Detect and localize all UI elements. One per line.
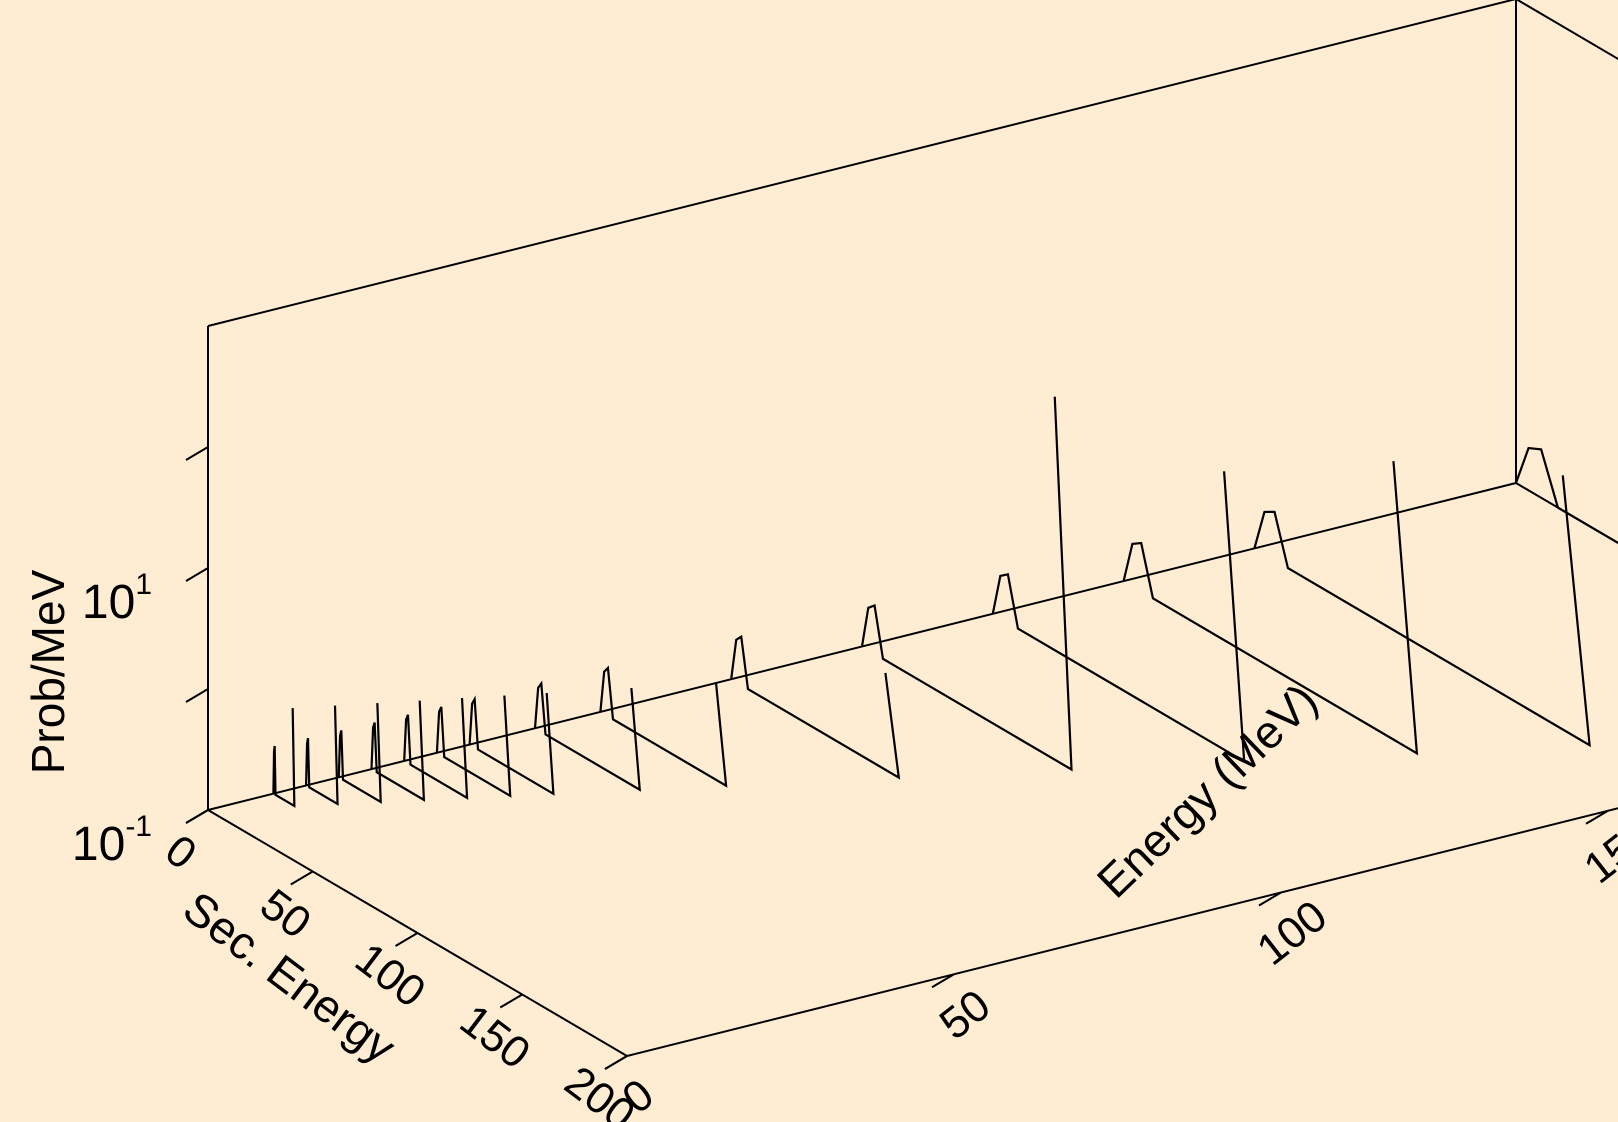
series-trace <box>991 471 1246 764</box>
series-trace <box>370 700 426 802</box>
series-trace <box>435 695 512 798</box>
back-wall-top-edge <box>207 0 1517 327</box>
z-tick <box>185 688 209 703</box>
z-axis-title: Prob/MeV <box>22 569 74 774</box>
series-trace <box>860 396 1073 772</box>
series-trace <box>403 698 469 800</box>
y-tick <box>290 870 314 886</box>
z-tick-exponent: -1 <box>125 810 152 843</box>
series-trace <box>533 680 642 792</box>
series-trace <box>272 708 296 808</box>
series-trace <box>1514 446 1618 545</box>
z-tick <box>185 809 209 824</box>
x-tick <box>1258 891 1282 907</box>
series-trace <box>1253 475 1591 748</box>
series-trace <box>730 634 901 780</box>
z-tick <box>185 567 209 582</box>
x-tick <box>931 973 955 989</box>
z-tick <box>185 446 209 461</box>
series-trace <box>599 665 728 788</box>
series-trace <box>305 705 339 806</box>
y-tick <box>604 1055 628 1070</box>
series-group <box>272 396 1618 808</box>
x-tick <box>1585 809 1609 825</box>
y-tick <box>394 932 419 947</box>
z-tick-exponent: 1 <box>135 568 152 601</box>
series-trace <box>1122 461 1419 756</box>
y-tick <box>499 993 523 1009</box>
side-wall-top-edge <box>1515 0 1618 61</box>
series-trace <box>337 703 382 804</box>
series-trace <box>468 692 555 796</box>
